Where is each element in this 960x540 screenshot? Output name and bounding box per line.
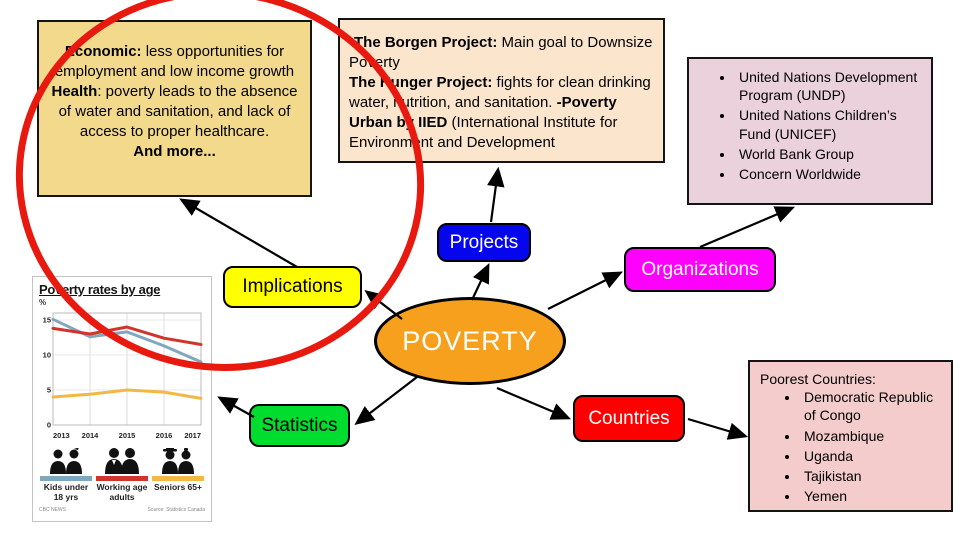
list-item: Mozambique [800, 427, 941, 445]
statistics-node: Statistics [249, 404, 350, 447]
legend-item-kids: Kids under 18 yrs [39, 448, 93, 503]
countries-node: Countries [573, 395, 685, 442]
arrow-poverty-to-organizations [547, 271, 623, 310]
line-chart-plot: 2013 2014 2015 2016 2017 0 5 10 15 [43, 312, 203, 440]
countries-detail-box: Poorest Countries: Democratic Republic o… [748, 360, 953, 512]
legend-color-bar [152, 476, 204, 481]
arrow-poverty-to-statistics [354, 376, 418, 426]
chart-credit: CBC NEWS [39, 506, 66, 513]
list-item: United Nations Children’s Fund (UNICEF) [735, 106, 925, 142]
poverty-center-node: POVERTY [374, 297, 566, 385]
legend-color-bar [96, 476, 148, 481]
list-item: Concern Worldwide [735, 165, 925, 183]
seniors-people-icon [162, 448, 194, 474]
legend-label: Working age adults [96, 482, 148, 502]
list-item: United Nations Development Program (UNDP… [735, 68, 925, 104]
svg-text:15: 15 [43, 316, 51, 325]
poverty-label: POVERTY [402, 325, 538, 356]
arrow-poverty-to-countries [496, 386, 572, 420]
svg-text:2015: 2015 [119, 431, 136, 440]
implications-node: Implications [223, 266, 362, 308]
projects-label: Projects [449, 231, 519, 253]
arrow-implications-to-box [179, 198, 298, 268]
chart-title: Poverty rates by age [39, 282, 161, 297]
arrow-organizations-to-box [699, 206, 796, 249]
implications-more-text: And more... [133, 143, 216, 161]
legend-item-adults: Working age adults [95, 448, 149, 503]
kids-people-icon [50, 448, 82, 474]
list-item: Uganda [800, 447, 941, 465]
legend-color-bar [40, 476, 92, 481]
chart-legend: Kids under 18 yrs Working age adults Sen… [39, 448, 205, 503]
list-item: Democratic Republic of Congo [800, 388, 941, 424]
svg-text:5: 5 [47, 386, 51, 395]
statistics-label: Statistics [261, 414, 338, 436]
implications-label: Implications [242, 276, 343, 297]
organizations-detail-box: United Nations Development Program (UNDP… [687, 57, 933, 205]
organizations-list: United Nations Development Program (UNDP… [695, 68, 925, 183]
implications-detail-text: Economic: less opportunities for employm… [51, 43, 298, 141]
countries-label: Countries [588, 407, 670, 429]
legend-label: Seniors 65+ [154, 482, 202, 492]
svg-text:10: 10 [43, 351, 51, 360]
arrow-countries-to-box [687, 417, 749, 440]
adults-people-icon [105, 448, 139, 474]
list-item: World Bank Group [735, 145, 925, 163]
chart-source: Source: Statistics Canada [147, 506, 205, 513]
svg-text:2016: 2016 [156, 431, 173, 440]
organizations-label: Organizations [641, 258, 759, 280]
projects-detail-box: -The Borgen Project: Main goal to Downsi… [338, 18, 665, 163]
list-item: Tajikistan [800, 467, 941, 485]
countries-list: Democratic Republic of Congo Mozambique … [760, 388, 941, 505]
arrow-projects-to-box [487, 166, 505, 223]
projects-detail-text: -The Borgen Project: Main goal to Downsi… [349, 34, 653, 151]
list-item: Yemen [800, 487, 941, 505]
chart-footer: CBC NEWS Source: Statistics Canada [39, 507, 205, 513]
svg-text:2017: 2017 [184, 431, 201, 440]
svg-text:2013: 2013 [53, 431, 70, 440]
implications-detail-box: Economic: less opportunities for employm… [37, 20, 312, 197]
legend-item-seniors: Seniors 65+ [151, 448, 205, 503]
countries-list-title: Poorest Countries: [760, 371, 876, 387]
arrow-poverty-to-projects [471, 263, 490, 301]
svg-text:2014: 2014 [82, 431, 100, 440]
legend-label: Kids under 18 yrs [43, 482, 89, 502]
organizations-node: Organizations [624, 247, 776, 292]
svg-text:0: 0 [47, 421, 51, 430]
projects-node: Projects [437, 223, 531, 262]
chart-y-axis-unit: % [39, 298, 47, 307]
